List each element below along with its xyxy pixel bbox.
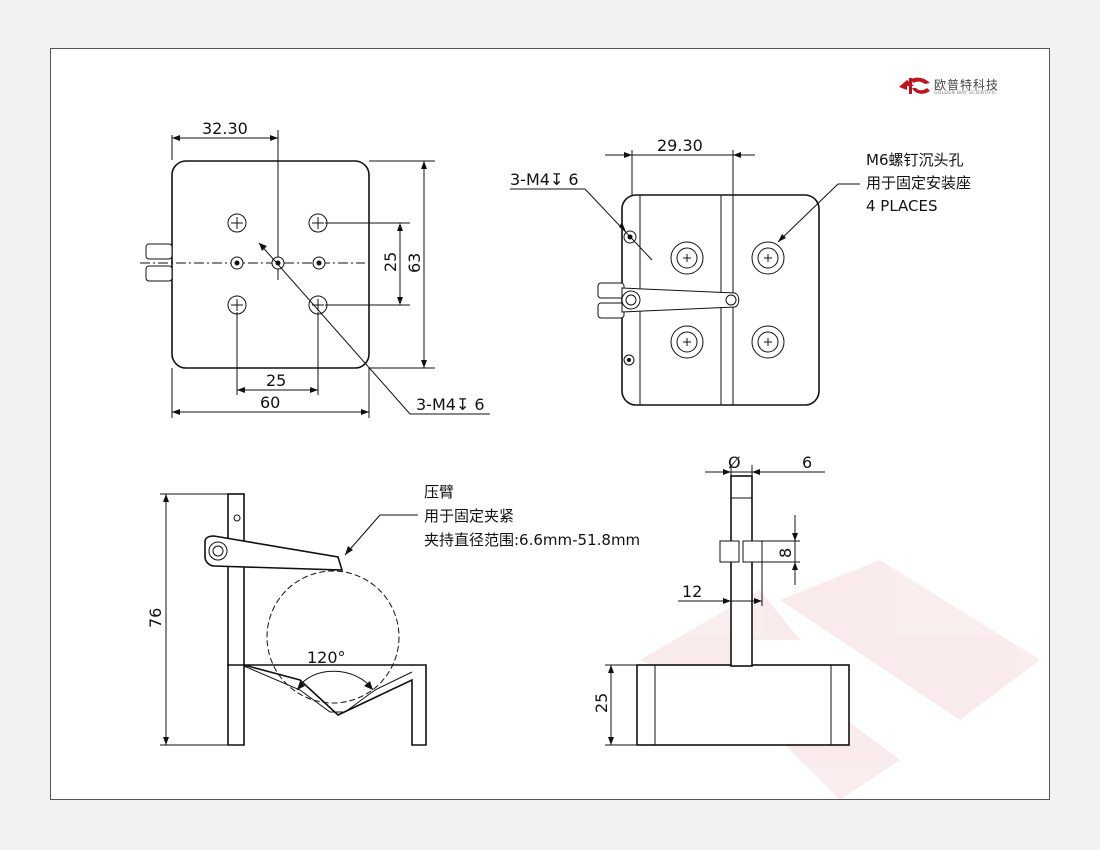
dim-25-horizontal: 25 — [266, 371, 286, 390]
brand-subtitle: GOLDEN WAY SCIENTIFIC — [934, 91, 997, 96]
m6-note-line-2: 用于固定安装座 — [866, 174, 971, 192]
top-left-view: 32.30 25 63 25 60 3-M4↧ 6 — [140, 119, 490, 418]
dim-29-30: 29.30 — [657, 136, 703, 155]
post-side — [730, 475, 753, 667]
brand-name: 欧普特科技 — [934, 78, 1000, 92]
dim-76: 76 — [146, 608, 165, 628]
brand-mark-icon — [899, 77, 930, 94]
angle-arc — [296, 670, 374, 691]
dim-diameter-symbol: Ø — [728, 453, 741, 472]
top-right-view: 29.30 3-M4↧ 6 M6螺钉沉头孔 用于固定安装座 4 PLACES — [510, 136, 971, 406]
clamp-arm-side — [204, 535, 344, 571]
brand-logo: 欧普特科技 GOLDEN WAY SCIENTIFIC — [898, 74, 1038, 104]
v-block-base — [227, 663, 427, 746]
collar — [719, 540, 740, 563]
bottom-right-view: Ø 6 8 12 25 — [592, 453, 850, 746]
thread-callout-left: 3-M4↧ 6 — [416, 395, 485, 414]
dim-25-vertical: 25 — [381, 252, 400, 272]
mount-plate-top — [171, 160, 370, 369]
dim-12: 12 — [682, 582, 702, 601]
clamp-range-circle — [266, 570, 400, 704]
dim-60: 60 — [260, 393, 280, 412]
clamp-note-line-2: 用于固定夹紧 — [424, 507, 514, 525]
bottom-left-view: 120° 76 压臂 用于固定夹紧 夹持直径范围:6.6mm-51.8mm — [146, 483, 640, 746]
collar — [742, 540, 763, 563]
dim-diameter: 6 — [802, 453, 812, 472]
angle-120: 120° — [307, 648, 346, 667]
clamp-note-line-3: 夹持直径范围:6.6mm-51.8mm — [424, 531, 640, 549]
clamp-arm-stub — [145, 243, 173, 260]
dim-63: 63 — [405, 253, 424, 273]
thread-callout-right: 3-M4↧ 6 — [510, 170, 579, 189]
dim-32-30: 32.30 — [202, 119, 248, 138]
base-block — [636, 664, 850, 746]
dim-base-25: 25 — [592, 693, 611, 713]
clamp-note-line-1: 压臂 — [424, 483, 454, 501]
m6-note-line-3: 4 PLACES — [866, 197, 938, 215]
m6-note-line-1: M6螺钉沉头孔 — [866, 151, 964, 169]
clamp-arm — [621, 287, 740, 313]
clamp-arm-stub — [145, 265, 173, 282]
dim-clamp-8: 8 — [776, 548, 795, 558]
